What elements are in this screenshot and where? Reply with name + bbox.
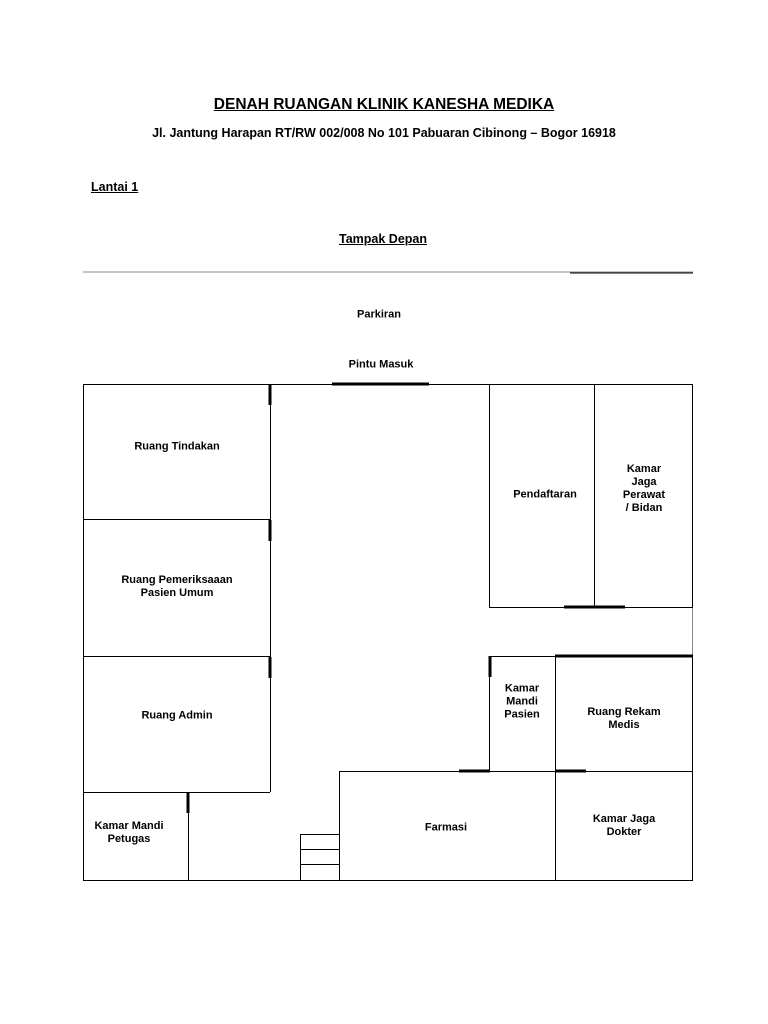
room-ruang-pemeriksaan: Ruang Pemeriksaaan Pasien Umum [121,574,233,599]
room-ruang-rekam-medis: Ruang Rekam Medis [587,706,661,731]
stairs [300,834,339,880]
parking-label: Parkiran [356,308,402,321]
page-title: DENAH RUANGAN KLINIK KANESHA MEDIKA [213,96,555,113]
front-view-label: Tampak Depan [339,232,427,246]
clinic-address: Jl. Jantung Harapan RT/RW 002/008 No 101… [152,126,616,140]
room-kamar-mandi-petugas: Kamar Mandi Petugas [94,820,164,845]
left-rooms [83,384,271,880]
room-ruang-admin: Ruang Admin [141,709,213,722]
doors [186,382,693,813]
room-kamar-jaga-dokter: Kamar Jaga Dokter [592,813,656,838]
room-pendaftaran: Pendaftaran [513,488,577,501]
floor-label: Lantai 1 [91,180,139,194]
room-kamar-mandi-pasien: Kamar Mandi Pasien [504,682,540,721]
room-ruang-tindakan: Ruang Tindakan [134,440,220,453]
outer-walls [83,384,693,881]
room-farmasi: Farmasi [424,821,468,834]
entrance-label: Pintu Masuk [348,358,414,371]
room-kamar-jaga-perawat: Kamar Jaga Perawat / Bidan [622,463,666,514]
